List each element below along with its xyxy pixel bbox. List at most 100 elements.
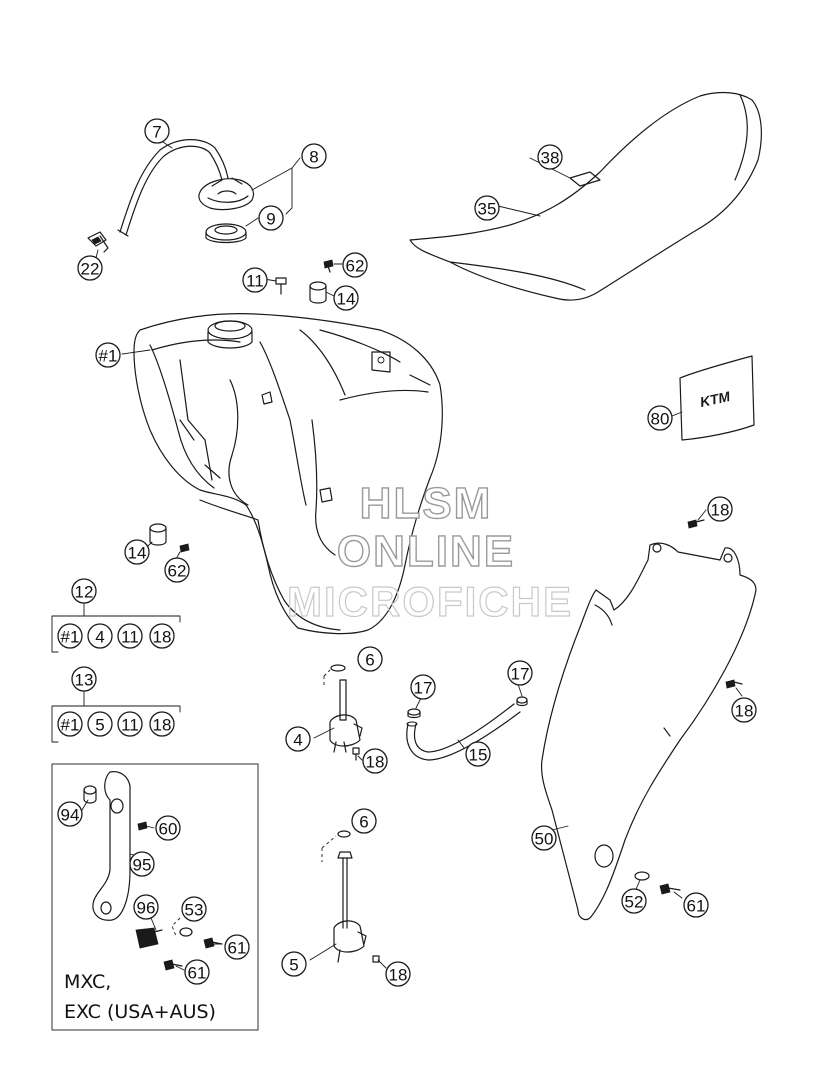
callout-c14a-circle [333, 285, 359, 311]
callout-c50: 50 [531, 825, 557, 851]
callout-c52-label: 52 [625, 893, 644, 912]
callout-c7: 7 [144, 118, 170, 144]
callout-c95: 95 [129, 851, 155, 877]
callout-c61a: 61 [683, 892, 709, 918]
callout-c5-label: 5 [289, 956, 298, 975]
callout-c96: 96 [133, 894, 159, 920]
callout-bubbles: 789223835116214#180181462641817171518650… [57, 118, 757, 987]
callout-c5-circle [281, 951, 307, 977]
svg-text:KTM: KTM [698, 388, 731, 410]
screw-60 [137, 821, 148, 831]
fuel-tap-5 [333, 851, 367, 963]
side-panel [540, 542, 757, 921]
watermark-line2: ONLINE [337, 527, 515, 576]
variant-note-line1: MXC, [64, 971, 111, 993]
callout-c7-circle [144, 118, 170, 144]
callout-c62b: 62 [164, 557, 190, 583]
callout-c60-label: 60 [159, 820, 178, 839]
watermark: HLSM ONLINE MICROFICHE [286, 478, 571, 625]
kit-13-item-label: 11 [121, 716, 139, 735]
screw-61-box-b [163, 959, 183, 971]
seat [409, 91, 762, 301]
screw-61-box-a [203, 937, 223, 949]
kit-12-item: 4 [87, 623, 113, 649]
callout-c15: 15 [465, 741, 491, 767]
callout-c62a-circle [342, 252, 368, 278]
hose-clamp-17a [407, 708, 421, 719]
callout-c1a: #1 [95, 342, 121, 368]
callout-c35-label: 35 [478, 200, 497, 219]
screw-18-panel-top [687, 519, 705, 529]
callout-c11a-circle [242, 267, 268, 293]
callout-c18a: 18 [707, 496, 733, 522]
callout-c52: 52 [621, 888, 647, 914]
kit-13-header-label: 13 [75, 671, 94, 690]
kit-13-item-label: 5 [95, 716, 104, 735]
fuel-tap-4 [329, 679, 363, 753]
kit-12-item-circle [149, 623, 175, 649]
kit-12-item-label: 11 [121, 628, 139, 647]
callout-c53-label: 53 [185, 901, 204, 920]
callout-c7-label: 7 [152, 123, 161, 142]
breather-hose [117, 139, 229, 237]
callout-c6a-label: 6 [365, 651, 374, 670]
callout-c62a: 62 [342, 252, 368, 278]
callout-c14b-label: 14 [128, 544, 147, 563]
kit-12-item: 11 [117, 623, 143, 649]
o-ring-6a [330, 664, 346, 672]
screw-18-tap4 [352, 747, 360, 761]
callout-c62a-label: 62 [346, 257, 365, 276]
callout-c17b: 17 [507, 660, 533, 686]
screw-62-top [323, 259, 334, 273]
kit-13-item: #1 [57, 711, 83, 737]
callout-c52-circle [621, 888, 647, 914]
cap-gasket [205, 223, 247, 244]
callout-c11a: 11 [242, 267, 268, 293]
kit-13-item-circle [149, 711, 175, 737]
callout-c53: 53 [181, 896, 207, 922]
kit-12-item: #1 [57, 623, 83, 649]
callout-c61c: 61 [184, 959, 210, 985]
callout-c50-label: 50 [535, 830, 554, 849]
o-ring-6b [337, 830, 351, 838]
callout-c9-label: 9 [266, 210, 275, 229]
callout-c18a-circle [707, 496, 733, 522]
kit-12-item-circle [57, 623, 83, 649]
callout-c5: 5 [281, 951, 307, 977]
callout-c35-circle [474, 195, 500, 221]
screw-11 [275, 277, 287, 295]
callout-c95-label: 95 [133, 856, 152, 875]
callout-c18a-label: 18 [711, 501, 730, 520]
callout-c14b-circle [124, 539, 150, 565]
kit-13-header-circle [71, 666, 97, 692]
kit-13-item-circle [117, 711, 143, 737]
washer-52 [634, 871, 650, 881]
kit-12-item-label: 18 [153, 628, 172, 647]
callout-c18d-label: 18 [389, 966, 408, 985]
bracket-95 [92, 771, 131, 921]
callout-c38: 38 [537, 144, 563, 170]
kit-12-item-circle [87, 623, 113, 649]
callout-c6b: 6 [351, 808, 377, 834]
screw-18-tap5 [372, 955, 380, 963]
callout-c17a-circle [410, 674, 436, 700]
kit-13-item: 5 [87, 711, 113, 737]
callout-c61b-label: 61 [228, 939, 247, 958]
callout-c1a-circle [95, 342, 121, 368]
callout-c61a-circle [683, 892, 709, 918]
watermark-line1: HLSM [360, 479, 493, 528]
callout-c6a: 6 [357, 646, 383, 672]
callout-c17a-label: 17 [414, 679, 433, 698]
callout-c61c-circle [184, 959, 210, 985]
callout-c15-label: 15 [469, 746, 488, 765]
variant-box [51, 763, 259, 1031]
kit-13-header: 13 [71, 666, 97, 692]
ktm-decal: KTM [679, 355, 755, 441]
callout-c9: 9 [258, 205, 284, 231]
fuel-cap [198, 177, 255, 211]
screw-62-side [179, 543, 190, 553]
kit-12-item-label: #1 [61, 628, 80, 647]
callout-c22-circle [77, 255, 103, 281]
